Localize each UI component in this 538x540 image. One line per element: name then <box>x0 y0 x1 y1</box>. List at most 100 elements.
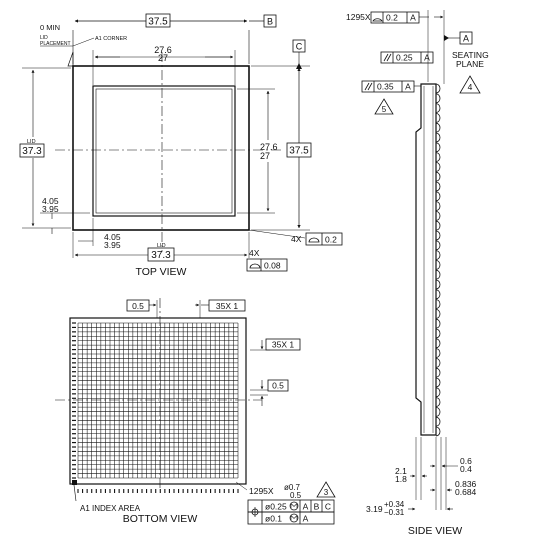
lid-outline <box>92 85 236 217</box>
dim-0836-b: 0.684 <box>455 487 477 497</box>
side-ball <box>435 211 441 221</box>
zero-min-label: 0 MIN <box>40 23 60 32</box>
fcf-1-datum-c: C <box>325 502 331 512</box>
side-ball <box>435 93 441 104</box>
side-ball <box>435 113 441 123</box>
profile-surface-icon-2 <box>249 263 261 269</box>
fcf-1-datum-b: B <box>314 502 320 512</box>
dim-319-minus: −0.31 <box>384 508 405 517</box>
side-ball <box>435 240 441 251</box>
tol-flat-count: 4X <box>249 248 260 258</box>
lid-left-value: 37.3 <box>22 146 42 157</box>
mmc-icon-2 <box>289 513 299 523</box>
bottom-view-title: BOTTOM VIEW <box>123 513 198 525</box>
dim-width-label: 37.5 <box>148 17 168 28</box>
top-view-title: TOP VIEW <box>136 266 187 278</box>
tol-4x-value: 0.2 <box>325 235 337 245</box>
side-ball <box>435 309 441 319</box>
side-ball <box>435 132 441 143</box>
tol-top-value: 0.2 <box>386 13 398 23</box>
dim-21-b: 1.8 <box>395 474 407 484</box>
inner-top-dim-1: 27.6 <box>154 45 172 55</box>
offset-left-2: 3.95 <box>42 204 59 214</box>
side-ball <box>435 171 441 182</box>
side-ball <box>435 201 441 211</box>
offset-bottom-2: 3.95 <box>104 240 121 250</box>
side-ball <box>435 220 441 231</box>
ball-dia-2: 0.5 <box>290 491 302 500</box>
side-ball <box>435 142 441 153</box>
note-4-triangle <box>459 75 481 94</box>
offset-bottom-1: 4.05 <box>104 232 121 242</box>
inner-right-dim-1: 27.6 <box>260 142 278 152</box>
col-labels <box>77 489 239 493</box>
side-ball <box>435 181 441 192</box>
count-right-label: 35X 1 <box>272 340 294 350</box>
side-ball <box>435 377 441 388</box>
seating-plane-2: PLANE <box>456 59 484 69</box>
count-top-label: 35X 1 <box>216 301 238 311</box>
ball-dia-1: ø0.7 <box>284 483 301 492</box>
bottom-view: 0.5 35X 1 35X 1 0.5 A1 INDEX AREA BOTTOM… <box>55 298 336 525</box>
a1-index-label: A1 INDEX AREA <box>80 504 141 513</box>
dim-06-a: 0.6 <box>460 456 472 466</box>
lid-placement-label: LID <box>40 35 48 41</box>
side-ball <box>435 358 441 368</box>
package-outline <box>72 65 250 231</box>
fcf-1-datum-a: A <box>303 502 309 512</box>
offset-left-1: 4.05 <box>42 196 59 206</box>
side-ball <box>435 260 441 270</box>
dim-06-b: 0.4 <box>460 464 472 474</box>
dim-319: 3.19 <box>366 504 383 514</box>
position-icon <box>250 507 260 517</box>
profile-surface-icon-3 <box>372 18 383 22</box>
dim-0836-a: 0.836 <box>455 479 477 489</box>
pitch-right-label: 0.5 <box>272 381 284 391</box>
par-1-value: 0.25 <box>396 53 413 63</box>
parallelism-icon <box>383 53 392 62</box>
mmc-icon <box>289 501 299 511</box>
note-3-label: 3 <box>324 488 329 497</box>
datum-a: A <box>463 34 469 44</box>
par-1-datum: A <box>424 53 430 63</box>
side-balls <box>435 83 441 437</box>
tol-top-datum: A <box>410 13 416 23</box>
side-ball <box>435 250 441 260</box>
inner-top-dim-2: 27 <box>158 53 168 63</box>
fcf-2-value: ø0.1 <box>265 514 282 524</box>
side-ball <box>435 338 441 349</box>
dim-319-plus: +0.34 <box>384 500 405 509</box>
ball-count-label: 1295X <box>249 486 274 496</box>
dim-height-label: 37.5 <box>289 146 309 157</box>
row-labels <box>72 322 76 479</box>
profile-surface-icon <box>308 237 320 243</box>
side-ball <box>435 279 441 290</box>
side-ball <box>435 387 441 398</box>
fcf-1-value: ø0.25 <box>265 502 287 512</box>
side-ball <box>435 162 441 172</box>
dim-21-a: 2.1 <box>395 466 407 476</box>
side-view-title: SIDE VIEW <box>408 525 462 537</box>
tol-flat-value: 0.08 <box>264 261 281 271</box>
tol-4x-count: 4X <box>291 234 302 244</box>
side-ball <box>435 367 441 378</box>
a1-index-mark <box>72 480 77 485</box>
bottom-package-outline <box>69 317 247 485</box>
par-2-value: 0.35 <box>377 82 394 92</box>
side-ball <box>435 407 441 417</box>
lid-inner <box>95 88 233 214</box>
tol-top-count: 1295X <box>346 12 371 22</box>
side-ball <box>435 191 441 202</box>
lid-bottom-value: 37.3 <box>151 250 171 261</box>
side-ball <box>435 230 441 241</box>
side-ball <box>435 103 441 113</box>
side-ball <box>435 397 441 407</box>
note-3-triangle <box>316 481 336 498</box>
side-ball <box>435 348 441 358</box>
note-4-label: 4 <box>468 82 473 92</box>
note-5-label: 5 <box>382 105 387 114</box>
par-2-datum: A <box>405 82 411 92</box>
lid-bottom-label: LID <box>157 243 166 249</box>
side-ball <box>435 289 441 300</box>
